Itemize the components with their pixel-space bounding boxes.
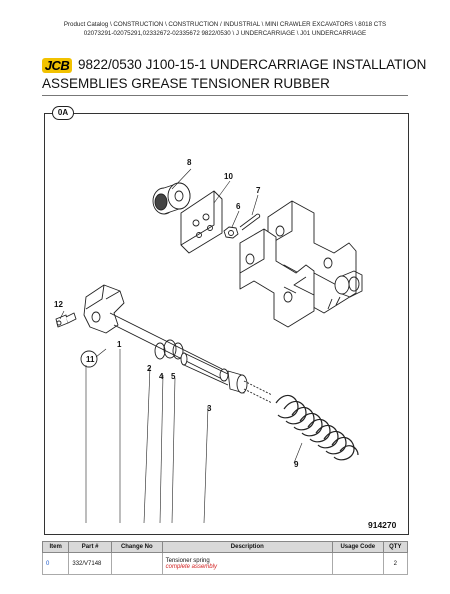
row-description-text: Tensioner spring bbox=[165, 557, 210, 564]
part-3-rod bbox=[180, 352, 273, 404]
callout-10: 10 bbox=[224, 172, 233, 181]
breadcrumb-line-1: Product Catalog \ CONSTRUCTION \ CONSTRU… bbox=[63, 21, 387, 28]
callout-11: 11 bbox=[86, 355, 95, 364]
part-7-pin bbox=[239, 213, 261, 231]
seal-rings bbox=[154, 339, 184, 360]
figure-tag: 0A bbox=[52, 106, 74, 120]
callout-9: 9 bbox=[294, 460, 299, 469]
row-item[interactable]: 0 bbox=[41, 552, 70, 575]
callout-11-circle bbox=[80, 350, 98, 368]
col-usage-code: Usage Code bbox=[331, 541, 384, 553]
item-link[interactable]: 0 bbox=[46, 560, 50, 567]
callout-6: 6 bbox=[236, 202, 241, 211]
col-item: Item bbox=[41, 541, 70, 553]
row-description-note: complete assembly bbox=[165, 563, 217, 570]
breadcrumb-line-2: 02073291-02075291,02332672-02335672 9822… bbox=[83, 30, 367, 37]
page-title: 9822/0530 J100-15-1 UNDERCARRIAGE INSTAL… bbox=[78, 57, 427, 72]
yoke-bracket bbox=[239, 200, 363, 328]
col-description: Description bbox=[161, 541, 333, 553]
callout-12: 12 bbox=[54, 300, 63, 309]
figure-number: 914270 bbox=[368, 520, 397, 530]
callout-1: 1 bbox=[117, 340, 122, 349]
callout-8: 8 bbox=[187, 158, 192, 167]
col-change-no: Change No bbox=[110, 541, 163, 553]
col-part-number: Part # bbox=[68, 541, 112, 553]
callout-2: 2 bbox=[147, 364, 152, 373]
part-12-grease-fitting bbox=[55, 312, 77, 328]
leader-lines bbox=[59, 168, 303, 524]
diagram-frame bbox=[44, 113, 409, 535]
callout-4: 4 bbox=[159, 372, 164, 381]
title-divider bbox=[42, 95, 408, 96]
callout-5: 5 bbox=[171, 372, 176, 381]
part-10-plate bbox=[180, 190, 223, 254]
callout-7: 7 bbox=[256, 186, 261, 195]
row-description: Tensioner spring complete assembly bbox=[161, 552, 333, 575]
row-change-no bbox=[110, 552, 163, 575]
parts-table: Item Part # Change No Description Usage … bbox=[41, 541, 409, 575]
page-subtitle: ASSEMBLIES GREASE TENSIONER RUBBER bbox=[42, 76, 330, 91]
jcb-logo: JCB bbox=[42, 58, 72, 73]
parts-table-header: Item Part # Change No Description Usage … bbox=[41, 541, 409, 553]
row-qty: 2 bbox=[382, 552, 409, 575]
exploded-parts-diagram: 8 10 7 6 12 11 1 2 4 5 3 9 bbox=[54, 158, 363, 524]
col-qty: QTY bbox=[382, 541, 409, 553]
part-1-tensioner-cylinder bbox=[83, 284, 229, 382]
part-8-bushing bbox=[152, 182, 191, 215]
part-6-nut bbox=[223, 226, 239, 239]
table-row: 0 332/V7148 Tensioner spring complete as… bbox=[41, 552, 409, 575]
row-usage-code bbox=[331, 552, 384, 575]
callout-3: 3 bbox=[207, 404, 212, 413]
part-9-spring bbox=[275, 394, 359, 461]
row-part-number: 332/V7148 bbox=[68, 552, 112, 575]
breadcrumb: Product Catalog \ CONSTRUCTION \ CONSTRU… bbox=[0, 20, 450, 38]
